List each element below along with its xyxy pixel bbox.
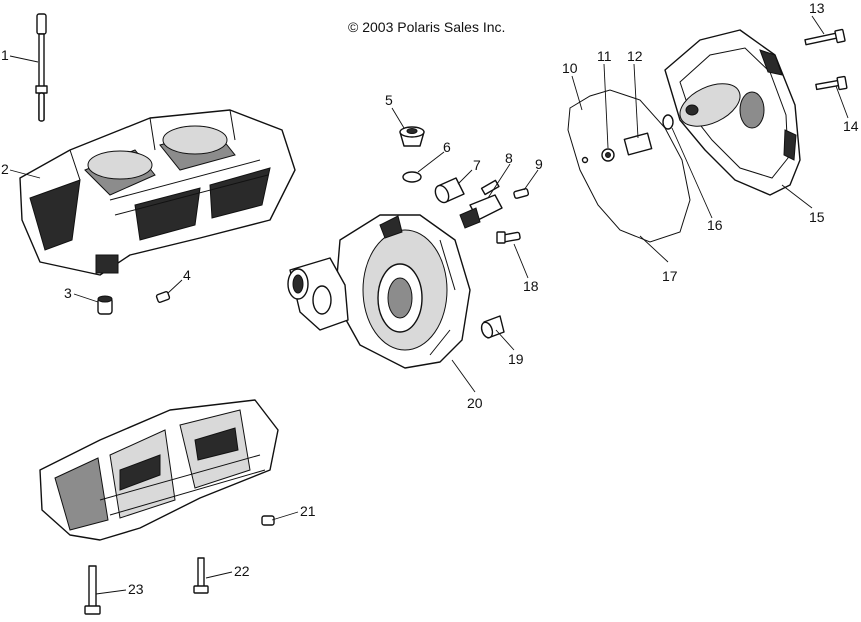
- part-13-bolt: [804, 28, 846, 46]
- part-23-bolt: [84, 565, 101, 615]
- part-17-gasket: [567, 89, 691, 243]
- part-1-stud: [35, 13, 48, 122]
- copyright-notice: © 2003 Polaris Sales Inc.: [348, 19, 505, 35]
- callout-3: 3: [64, 285, 72, 301]
- part-2-upper-crankcase: [19, 109, 296, 276]
- callout-10: 10: [562, 60, 578, 76]
- part-12-spring: [623, 132, 653, 156]
- part-3-dowel: [97, 295, 113, 315]
- part-7-bushing: [434, 177, 465, 204]
- callout-11: 11: [597, 48, 612, 64]
- part-5-cap: [399, 126, 425, 147]
- callout-19: 19: [508, 351, 524, 367]
- callout-14: 14: [843, 118, 859, 134]
- part-16-bushing: [662, 114, 674, 130]
- part-6-o-ring: [402, 171, 422, 183]
- callout-8: 8: [505, 150, 513, 166]
- callout-17: 17: [662, 268, 678, 284]
- part-15-chaincase-cover: [664, 29, 801, 196]
- callout-15: 15: [809, 209, 825, 225]
- part-22-bolt: [193, 557, 209, 594]
- callout-4: 4: [183, 267, 191, 283]
- callout-16: 16: [707, 217, 723, 233]
- callout-labels: 1 2 3 4 5 6 7 8 9 10 11 12 13 14 15 16 1…: [1, 0, 859, 597]
- callout-20: 20: [467, 395, 483, 411]
- callout-7: 7: [473, 157, 481, 173]
- part-14-bolt: [815, 75, 848, 91]
- callout-12: 12: [627, 48, 643, 64]
- callout-13: 13: [809, 0, 825, 16]
- callout-2: 2: [1, 161, 9, 177]
- callout-21: 21: [300, 503, 316, 519]
- callout-22: 22: [234, 563, 250, 579]
- callout-5: 5: [385, 92, 393, 108]
- callout-18: 18: [523, 278, 539, 294]
- part-18-bolt: [496, 231, 521, 244]
- part-20-pto-housing: [287, 214, 471, 369]
- callout-9: 9: [535, 156, 543, 172]
- part-21-screw: [261, 515, 275, 526]
- part-9-screw: [513, 188, 530, 199]
- part-4-screw: [155, 291, 171, 303]
- callout-23: 23: [128, 581, 144, 597]
- part-8-sensor: [459, 179, 503, 229]
- callout-6: 6: [443, 139, 451, 155]
- lower-crankcase: [39, 399, 279, 541]
- callout-1: 1: [1, 47, 9, 63]
- part-19-bushing: [480, 315, 505, 339]
- leader-lines: [9, 15, 849, 595]
